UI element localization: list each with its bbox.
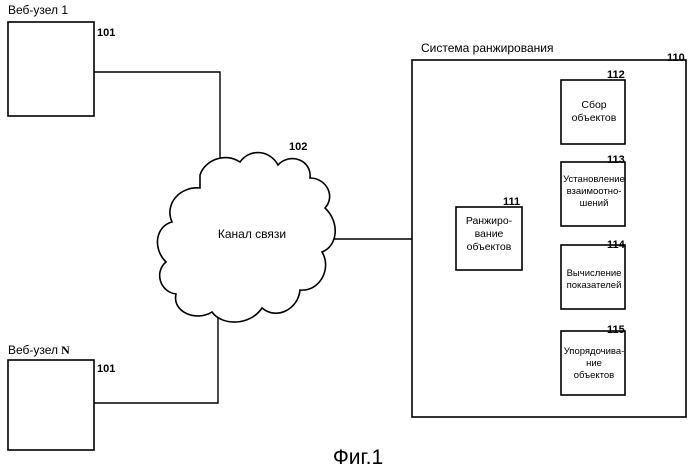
ranking-system-label: Система ранжирования <box>421 41 553 55</box>
ranking-system-ref: 110 <box>667 52 685 64</box>
ranking-objects-line-1: Ранжиро- <box>466 215 513 227</box>
channel-ref: 102 <box>289 141 307 153</box>
site-1-ref: 101 <box>97 27 115 39</box>
ranking-objects-line-2: вание <box>475 228 504 240</box>
metrics-line-1: Вычисление <box>567 268 622 279</box>
ranking-objects-line-3: объектов <box>467 241 512 253</box>
relations-line-2: взаимоотно- <box>567 186 622 197</box>
figure-caption: Фиг.1 <box>333 446 383 469</box>
metrics-ref: 114 <box>607 239 626 251</box>
channel-label: Канал связи <box>218 227 286 241</box>
site-1-box <box>8 22 94 116</box>
relations-ref: 113 <box>607 154 625 166</box>
ranking-objects-ref: 111 <box>503 196 520 208</box>
link-siteN-to-channel <box>94 315 218 403</box>
site-n-box <box>8 360 94 450</box>
metrics-line-2: показателей <box>567 280 622 291</box>
site-n-ref: 101 <box>97 363 115 375</box>
site-n-suffix: N <box>61 343 70 357</box>
ordering-ref: 115 <box>607 324 625 336</box>
collect-objects-ref: 112 <box>607 69 625 81</box>
site-1-label: Веб-узел 1 <box>8 3 68 17</box>
collect-objects-line-2: объектов <box>572 112 617 124</box>
site-n-label-text: Веб-узел <box>8 343 58 357</box>
collect-objects-line-1: Сбор <box>581 99 606 111</box>
relations-line-1: Установление <box>563 174 625 185</box>
link-site1-to-channel <box>94 72 220 178</box>
relations-line-3: шений <box>580 198 609 209</box>
ordering-line-1: Упорядочива- <box>564 346 625 357</box>
ranking-system-box <box>412 60 686 417</box>
ordering-line-2: ние <box>586 358 602 369</box>
site-n-label: Веб-узелN <box>8 343 70 357</box>
ordering-line-3: объектов <box>574 370 614 381</box>
